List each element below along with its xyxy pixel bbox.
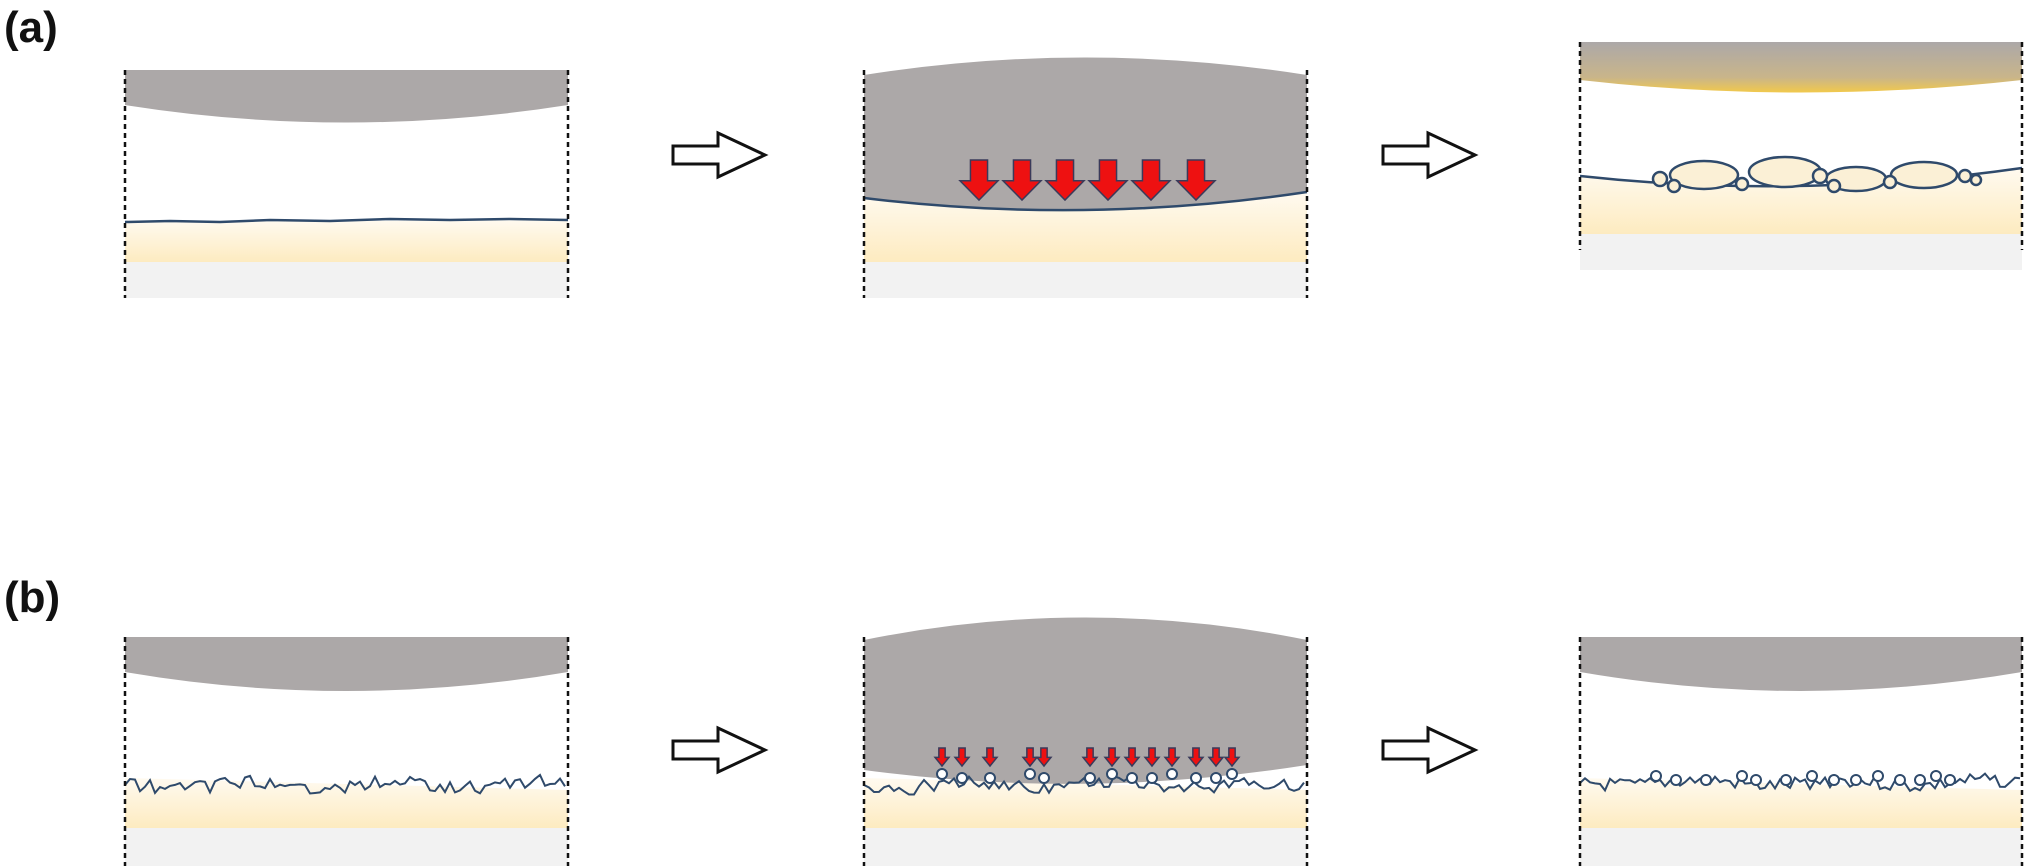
particle xyxy=(1226,768,1238,780)
particle xyxy=(1894,774,1906,786)
rough-interface-line xyxy=(124,773,566,795)
particle xyxy=(1146,772,1158,784)
stage-b3 xyxy=(1578,637,2024,866)
fragmented-particles xyxy=(936,768,1238,784)
red-down-arrow-icon xyxy=(1223,747,1241,768)
particle xyxy=(1780,774,1792,786)
particle xyxy=(1736,770,1748,782)
substrate xyxy=(125,262,568,298)
red-down-arrow-icon xyxy=(1103,747,1121,768)
particle xyxy=(956,772,968,784)
particle xyxy=(984,772,996,784)
particle xyxy=(1106,768,1118,780)
red-down-arrow-icon xyxy=(1044,159,1086,202)
red-down-arrow-icon xyxy=(1081,747,1099,768)
red-down-arrow-icon xyxy=(1175,159,1217,202)
red-down-arrow-icon xyxy=(1143,747,1161,768)
particle xyxy=(1944,774,1956,786)
pressure-arrows-large xyxy=(958,159,1217,202)
stage-b2 xyxy=(862,617,1309,866)
tool-head xyxy=(125,70,568,123)
particle xyxy=(1828,774,1840,786)
red-down-arrow-icon xyxy=(1187,747,1205,768)
particle xyxy=(1024,768,1036,780)
red-down-arrow-icon xyxy=(1130,159,1172,202)
stage-a1 xyxy=(123,70,570,298)
particle xyxy=(1806,770,1818,782)
tool-head xyxy=(864,617,1307,784)
coating-layer xyxy=(1580,778,2022,828)
coating-layer xyxy=(864,192,1307,262)
rough-interface-line xyxy=(863,775,1305,796)
panel-label-a: (a) xyxy=(4,3,58,52)
red-down-arrow-icon xyxy=(953,747,971,768)
red-down-arrow-icon xyxy=(1087,159,1129,202)
particle xyxy=(1750,774,1762,786)
bonded-particles xyxy=(1650,770,1956,786)
particle xyxy=(1210,772,1222,784)
tool-head xyxy=(1580,637,2022,691)
interface-line xyxy=(124,217,569,224)
red-down-arrow-icon xyxy=(1163,747,1181,768)
stage-a2 xyxy=(862,57,1309,298)
red-down-arrow-icon xyxy=(1035,747,1053,768)
particle xyxy=(1872,770,1884,782)
particle xyxy=(1650,770,1662,782)
bonded-particles xyxy=(1651,155,1983,194)
panel-label-b: (b) xyxy=(4,573,60,622)
particle xyxy=(1700,774,1712,786)
hollow-right-arrow-icon xyxy=(671,130,769,180)
substrate xyxy=(1580,828,2022,866)
red-down-arrow-icon xyxy=(1021,747,1039,768)
tool-head xyxy=(125,637,568,691)
red-down-arrow-icon xyxy=(933,747,951,768)
substrate xyxy=(125,828,568,866)
red-down-arrow-icon xyxy=(1001,159,1043,202)
interface-line xyxy=(863,190,1308,212)
particle xyxy=(1914,774,1926,786)
particle xyxy=(1166,768,1178,780)
coating-layer xyxy=(864,778,1307,828)
substrate xyxy=(864,262,1307,298)
particle xyxy=(1190,772,1202,784)
red-down-arrow-icon xyxy=(1123,747,1141,768)
tool-head-heated xyxy=(1580,42,2022,93)
tool-head xyxy=(864,57,1307,211)
pressure-arrows-small xyxy=(933,747,1241,768)
red-down-arrow-icon xyxy=(1207,747,1225,768)
particle xyxy=(1038,772,1050,784)
substrate xyxy=(864,828,1307,866)
stage-a3 xyxy=(1578,42,2024,270)
coating-layer xyxy=(125,220,568,262)
particle xyxy=(936,768,948,780)
hollow-right-arrow-icon xyxy=(1381,130,1479,180)
red-down-arrow-icon xyxy=(958,159,1000,202)
substrate xyxy=(1580,234,2022,270)
particle xyxy=(1126,772,1138,784)
stage-b1 xyxy=(123,637,570,866)
particle xyxy=(1084,772,1096,784)
particle xyxy=(1850,774,1862,786)
red-down-arrow-icon xyxy=(981,747,999,768)
hollow-right-arrow-icon xyxy=(1381,725,1479,775)
particle xyxy=(1930,770,1942,782)
hollow-right-arrow-icon xyxy=(671,725,769,775)
particle xyxy=(1670,774,1682,786)
